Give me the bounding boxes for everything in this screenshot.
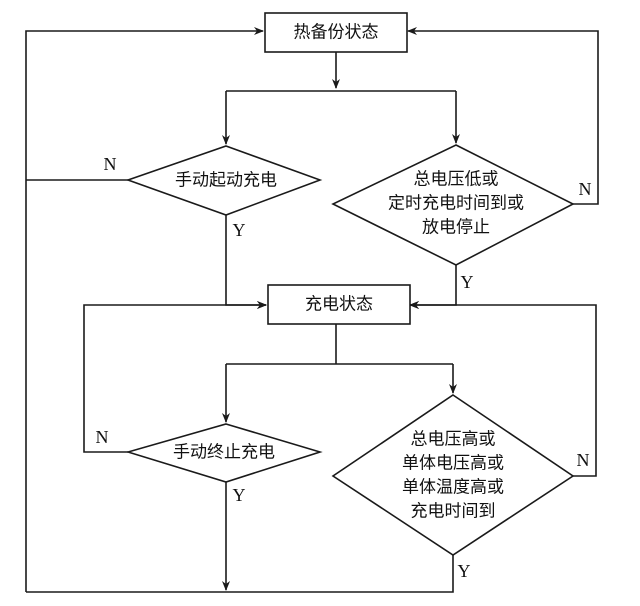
charging-label: 充电状态	[305, 295, 373, 315]
charging-box	[267, 284, 411, 325]
manual-stop-diamond	[125, 423, 323, 483]
node-manual-start: 手动起动充电	[125, 145, 323, 216]
start-condition-diamond	[331, 144, 575, 266]
standby-label: 热备份状态	[294, 23, 379, 43]
label-start-condition-yes: Y	[461, 272, 474, 292]
node-standby: 热备份状态	[264, 12, 408, 53]
label-manual-start-yes: Y	[233, 220, 246, 240]
standby-box	[264, 12, 408, 53]
node-stop-condition: 总电压高或 单体电压高或 单体温度高或 充电时间到	[331, 394, 575, 556]
label-start-condition-no: N	[579, 179, 592, 199]
label-manual-start-no: N	[104, 154, 117, 174]
edge-start-condition-no	[407, 27, 599, 205]
edge-start-condition-yes	[409, 265, 457, 309]
node-manual-stop: 手动终止充电	[125, 423, 323, 483]
manual-stop-label: 手动终止充电	[173, 443, 275, 463]
label-stop-condition-yes: Y	[458, 561, 471, 581]
connectors	[25, 27, 599, 593]
node-start-condition: 总电压低或 定时充电时间到或 放电停止	[331, 144, 575, 266]
stop-condition-line-1: 总电压高或	[411, 430, 496, 450]
edge-outer-left-to-standby	[25, 27, 264, 592]
stop-condition-line-3: 单体温度高或	[402, 478, 504, 498]
node-charging: 充电状态	[267, 284, 411, 325]
manual-start-label: 手动起动充电	[175, 171, 277, 191]
start-condition-line-1: 总电压低或	[414, 170, 499, 190]
label-manual-stop-yes: Y	[233, 485, 246, 505]
manual-start-diamond	[125, 145, 323, 216]
start-condition-line-2: 定时充电时间到或	[388, 194, 524, 214]
edge-labels: N Y N Y N Y N Y	[96, 154, 592, 581]
label-manual-stop-no: N	[96, 427, 109, 447]
edge-stop-condition-no	[409, 301, 597, 477]
start-condition-line-3: 放电停止	[422, 218, 490, 238]
stop-condition-diamond	[331, 394, 575, 556]
stop-condition-line-2: 单体电压高或	[402, 454, 504, 474]
edge-stop-condition-yes	[26, 555, 454, 593]
label-stop-condition-no: N	[577, 450, 590, 470]
edge-manual-stop-no	[83, 301, 267, 453]
stop-condition-line-4: 充电时间到	[411, 502, 496, 522]
